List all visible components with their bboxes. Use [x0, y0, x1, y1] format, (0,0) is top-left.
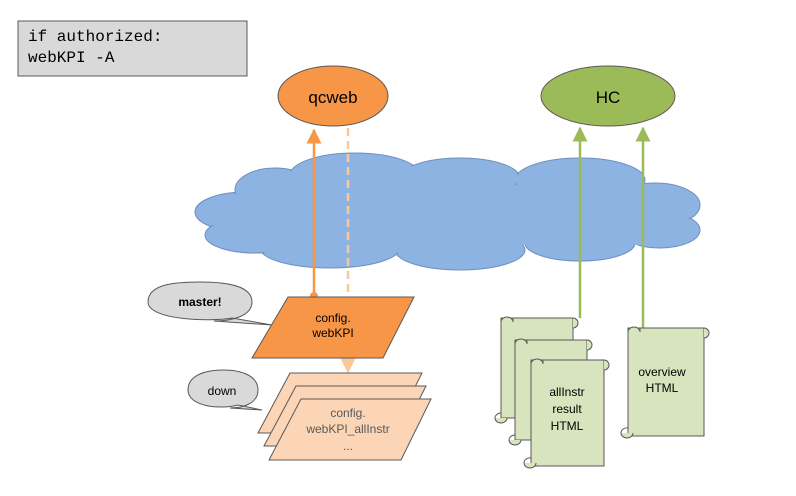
config-stack-line-3: ...	[343, 439, 353, 453]
allinstr-line-3: HTML	[551, 419, 584, 433]
allinstr-scroll-stack: allInstr result HTML	[494, 316, 610, 469]
allinstr-line-1: allInstr	[549, 385, 584, 399]
config-master-line-2: webKPI	[311, 326, 353, 340]
config-stack-line-1: config.	[330, 406, 365, 420]
code-line-1: if authorized:	[28, 28, 162, 46]
code-box: if authorized: webKPI -A	[17, 20, 248, 77]
config-webkpi-master: config. webKPI	[251, 296, 415, 359]
overview-line-1: overview	[638, 365, 686, 379]
qcweb-label: qcweb	[308, 88, 357, 107]
allinstr-line-2: result	[552, 402, 582, 416]
qcweb-node: qcweb	[277, 65, 389, 127]
overview-line-2: HTML	[646, 381, 679, 395]
master-callout-text: master!	[178, 295, 221, 309]
allinstr-scroll-3: allInstr result HTML	[523, 358, 610, 469]
code-line-2: webKPI -A	[28, 49, 115, 67]
config-stack-card-front	[268, 398, 432, 461]
network-cloud	[194, 152, 701, 271]
hc-node: HC	[540, 65, 676, 127]
config-stack: c... config. webKPI_allInstr ...	[257, 372, 432, 461]
down-callout-text: down	[208, 384, 237, 398]
config-master-line-1: config.	[315, 311, 350, 325]
overview-scroll: overview HTML	[620, 326, 710, 439]
config-stack-line-2: webKPI_allInstr	[305, 422, 389, 436]
hc-label: HC	[596, 88, 621, 107]
master-callout: master!	[147, 281, 273, 326]
down-callout: down	[187, 369, 263, 411]
connector-arrows	[306, 126, 651, 374]
